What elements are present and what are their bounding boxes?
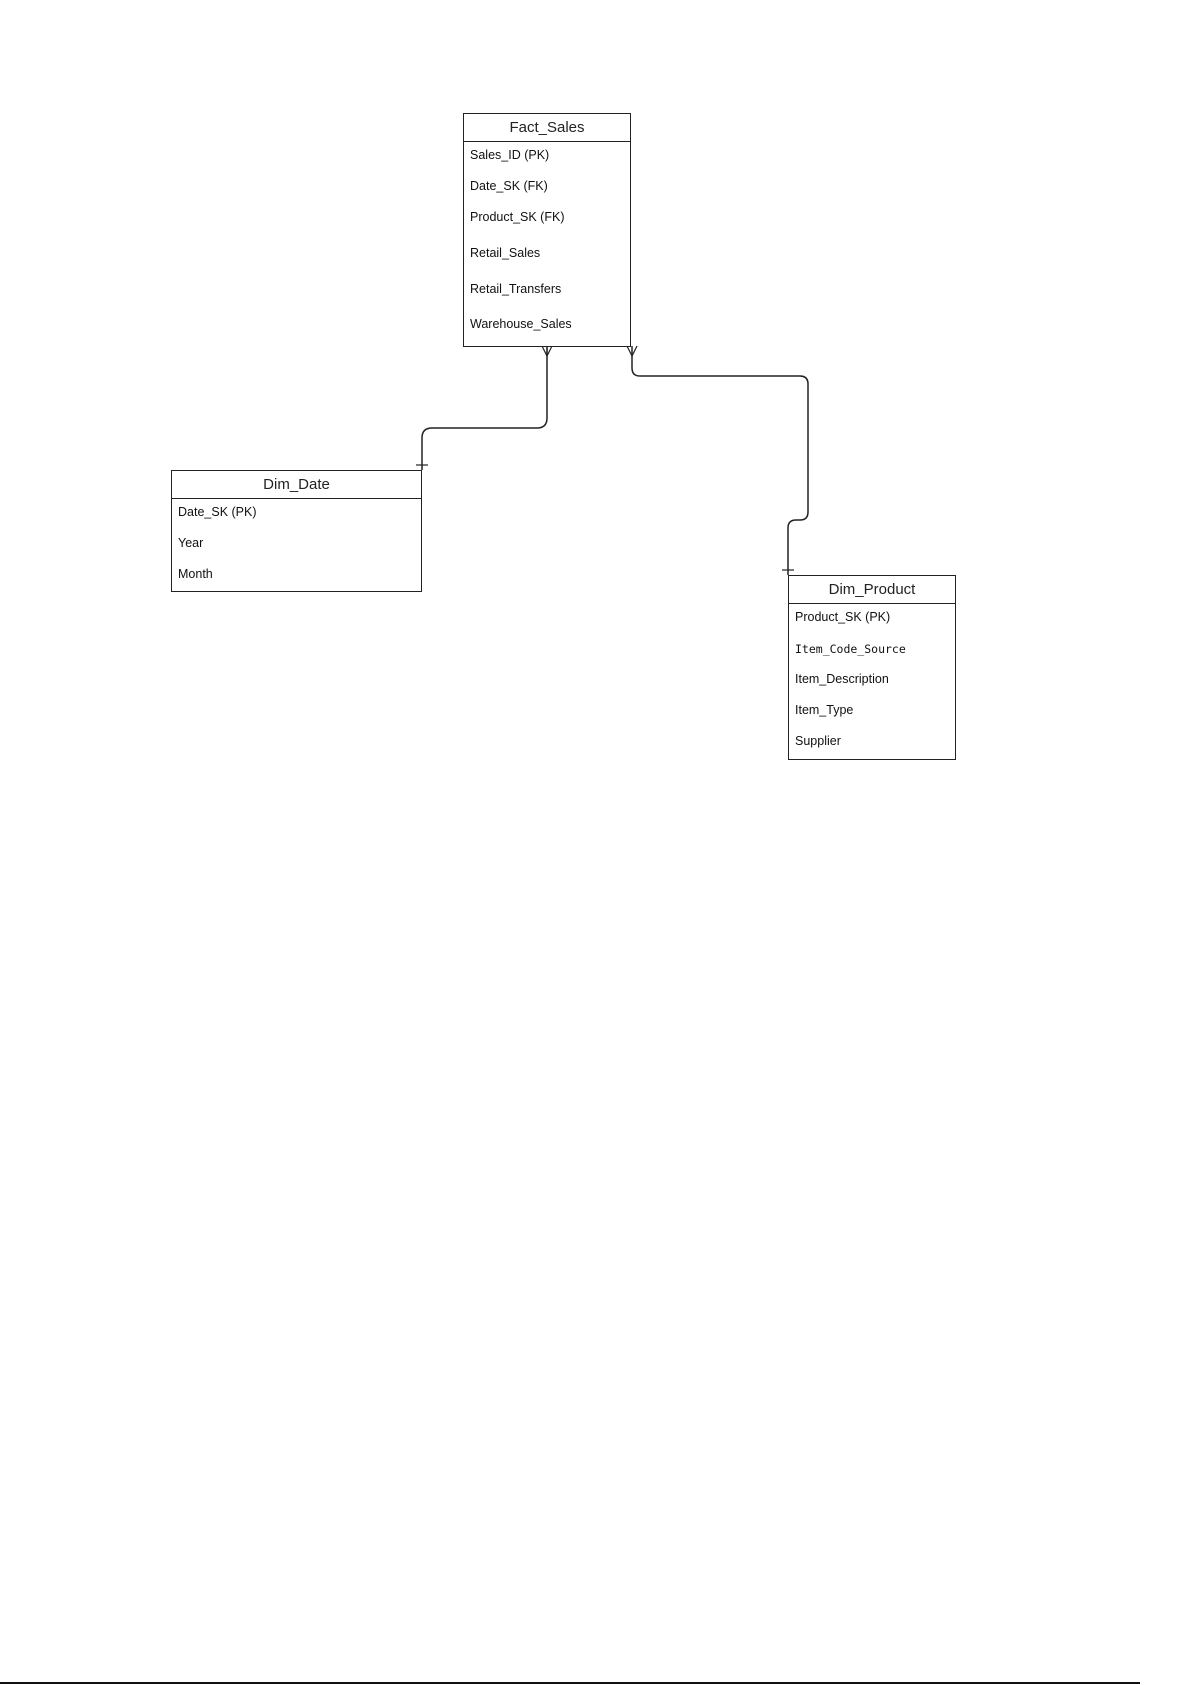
field: Retail_Transfers: [470, 282, 562, 296]
crowfoot-many-product: [626, 345, 638, 358]
table-fact-sales[interactable]: Fact_Sales Sales_ID (PK) Date_SK (FK) Pr…: [463, 113, 631, 347]
field: Product_SK (PK): [795, 610, 891, 624]
connector-fact-to-product: [631, 346, 809, 575]
bottom-border-line: [0, 1682, 1140, 1684]
crowfoot-many-date: [541, 345, 553, 358]
connector-fact-to-date: [421, 346, 548, 470]
table-title: Dim_Product: [789, 576, 955, 604]
field: Sales_ID (PK): [470, 148, 550, 162]
table-dim-date[interactable]: Dim_Date Date_SK (PK) Year Month: [171, 470, 422, 592]
field: Date_SK (PK): [178, 505, 257, 519]
field: Date_SK (FK): [470, 179, 548, 193]
field: Item_Type: [795, 703, 854, 717]
table-dim-product[interactable]: Dim_Product Product_SK (PK) Item_Code_So…: [788, 575, 956, 760]
field: Product_SK (FK): [470, 210, 565, 224]
field: Month: [178, 567, 213, 581]
field: Warehouse_Sales: [470, 317, 572, 331]
field: Item_Code_Source: [795, 642, 906, 656]
table-title: Dim_Date: [172, 471, 421, 499]
field: Retail_Sales: [470, 246, 541, 260]
field: Supplier: [795, 734, 841, 748]
field: Item_Description: [795, 672, 889, 686]
field: Year: [178, 536, 204, 550]
table-title: Fact_Sales: [464, 114, 630, 142]
